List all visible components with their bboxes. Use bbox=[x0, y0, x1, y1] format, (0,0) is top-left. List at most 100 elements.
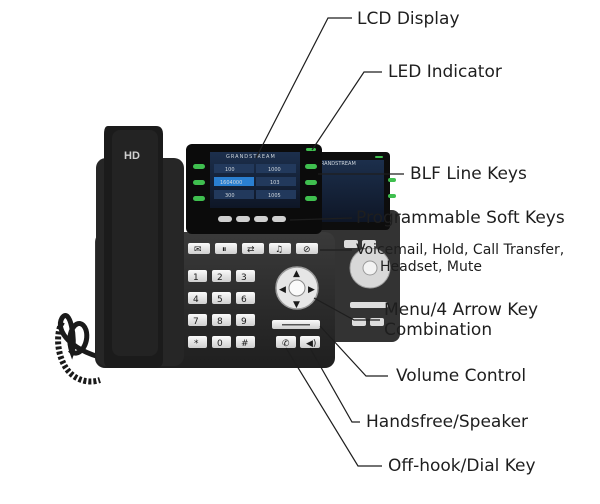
mute-icon: ⊘ bbox=[303, 245, 311, 255]
left-arrow-icon: ◀ bbox=[279, 285, 286, 295]
rear-func-key bbox=[362, 240, 376, 248]
phone-handset-icon: ✆ bbox=[282, 339, 290, 349]
keypad-key[interactable] bbox=[212, 270, 231, 282]
keypad-key-label: 4 bbox=[193, 295, 199, 305]
offhook-dial-label: Off-hook/Dial Key bbox=[388, 456, 536, 476]
led-indicator bbox=[306, 148, 316, 151]
leader-led-indicator bbox=[311, 71, 382, 151]
hold-key[interactable] bbox=[215, 243, 237, 254]
blf-line-key[interactable] bbox=[305, 180, 317, 185]
lcd-row-2-right: 103 bbox=[270, 180, 280, 186]
main-phone: HD GRANDSTREAM 100 1000 1604000 103 300 … bbox=[95, 126, 335, 368]
keypad-key[interactable] bbox=[212, 292, 231, 304]
blf-line-key[interactable] bbox=[193, 196, 205, 201]
rear-blf-key bbox=[388, 178, 396, 182]
leader-handsfree bbox=[309, 347, 360, 423]
soft-key[interactable] bbox=[218, 216, 232, 222]
rear-blf-key bbox=[388, 194, 396, 198]
handset[interactable]: HD bbox=[104, 126, 163, 368]
keypad-key[interactable] bbox=[236, 336, 255, 348]
leader-volume-control bbox=[319, 325, 388, 377]
keypad-key[interactable] bbox=[188, 292, 207, 304]
lcd-display-label: LCD Display bbox=[357, 9, 460, 29]
keypad-key[interactable] bbox=[236, 292, 255, 304]
keypad-key[interactable] bbox=[188, 270, 207, 282]
keypad-key-label: 9 bbox=[241, 317, 247, 327]
right-arrow-icon: ▶ bbox=[308, 285, 315, 295]
soft-key[interactable] bbox=[272, 216, 286, 222]
keypad-key-label: 1 bbox=[193, 273, 199, 283]
keypad-key[interactable] bbox=[188, 336, 207, 348]
lcd-row-1-left: 100 bbox=[225, 167, 235, 173]
blf-line-key[interactable] bbox=[193, 164, 205, 169]
function-keys-label-line1: Voicemail, Hold, Call Transfer, bbox=[356, 242, 565, 258]
keypad-key-label: 5 bbox=[217, 295, 223, 305]
navigation-cluster: ▲ ▼ ◀ ▶ bbox=[275, 266, 319, 310]
handsfree-speaker-key[interactable] bbox=[300, 336, 320, 348]
keypad-key[interactable] bbox=[212, 314, 231, 326]
speaker-icon: ◀) bbox=[306, 339, 316, 349]
rear-key bbox=[352, 318, 366, 326]
lcd-row-3-left: 300 bbox=[225, 193, 235, 199]
menu-key[interactable] bbox=[288, 279, 306, 297]
leader-soft-keys bbox=[289, 217, 353, 221]
transfer-key[interactable] bbox=[242, 243, 264, 254]
rear-func-key bbox=[344, 240, 358, 248]
lcd-row-1-right: 1000 bbox=[268, 167, 281, 173]
lcd-row-2-left: 1604000 bbox=[220, 180, 242, 186]
leader-offhook bbox=[285, 347, 382, 467]
blf-line-keys-label: BLF Line Keys bbox=[410, 164, 527, 184]
coiled-cord bbox=[55, 313, 113, 385]
mute-key[interactable] bbox=[296, 243, 318, 254]
soft-key[interactable] bbox=[254, 216, 268, 222]
leader-lines bbox=[255, 17, 404, 467]
lcd-row-3-right: 1005 bbox=[268, 193, 281, 199]
lcd-brand-text: GRANDSTREAM bbox=[226, 154, 276, 160]
volume-key-line bbox=[282, 324, 310, 326]
keypad-key[interactable] bbox=[236, 270, 255, 282]
blf-line-key[interactable] bbox=[193, 180, 205, 185]
handsfree-speaker-label: Handsfree/Speaker bbox=[366, 412, 529, 432]
keypad-key-label: # bbox=[241, 339, 249, 349]
up-arrow-icon: ▲ bbox=[293, 269, 300, 279]
volume-control-label: Volume Control bbox=[396, 366, 527, 386]
dial-keypad: 1 2 3 4 5 6 7 8 9 * 0 # bbox=[188, 270, 255, 349]
offhook-dial-key[interactable] bbox=[276, 336, 296, 348]
function-keys: ✉ ⏸ ⇄ ♫ ⊘ bbox=[188, 243, 318, 255]
headset-icon: ♫ bbox=[275, 245, 283, 255]
keypad-key[interactable] bbox=[188, 314, 207, 326]
keypad-key-label: * bbox=[194, 339, 199, 349]
keypad-key-label: 2 bbox=[217, 273, 223, 283]
rear-key bbox=[370, 318, 384, 326]
programmable-soft-keys-label: Programmable Soft Keys bbox=[356, 208, 565, 228]
menu-arrow-label-line1: Menu/4 Arrow Key bbox=[384, 300, 539, 320]
keypad-key-label: 8 bbox=[217, 317, 223, 327]
blf-line-key[interactable] bbox=[305, 196, 317, 201]
rear-led-indicator bbox=[375, 156, 383, 158]
keypad-key-label: 0 bbox=[217, 339, 223, 349]
menu-arrow-label-line2: Combination bbox=[384, 320, 493, 340]
lcd-rows: 100 1000 1604000 103 300 1005 bbox=[214, 164, 296, 199]
voicemail-key[interactable] bbox=[188, 243, 210, 254]
leader-lcd-display bbox=[255, 17, 352, 159]
rear-volume-key bbox=[350, 302, 388, 308]
keypad-key[interactable] bbox=[236, 314, 255, 326]
keypad-key-label: 3 bbox=[241, 273, 247, 283]
transfer-icon: ⇄ bbox=[247, 245, 255, 255]
keypad-key-label: 7 bbox=[193, 317, 199, 327]
down-arrow-icon: ▼ bbox=[293, 300, 300, 310]
handset-hd-label: HD bbox=[124, 150, 140, 162]
led-indicator-label: LED Indicator bbox=[388, 62, 502, 82]
keypad-key[interactable] bbox=[212, 336, 231, 348]
function-keys-label-line2: Headset, Mute bbox=[380, 259, 482, 275]
leader-menu-arrow bbox=[313, 297, 380, 321]
hold-icon: ⏸ bbox=[222, 245, 227, 255]
blf-line-key[interactable] bbox=[305, 164, 317, 169]
headset-key[interactable] bbox=[269, 243, 291, 254]
rear-brand-text: GRANDSTREAM bbox=[317, 161, 356, 167]
keypad-key-label: 6 bbox=[241, 295, 247, 305]
voicemail-icon: ✉ bbox=[194, 245, 202, 255]
soft-key[interactable] bbox=[236, 216, 250, 222]
rear-nav-center bbox=[362, 260, 378, 276]
